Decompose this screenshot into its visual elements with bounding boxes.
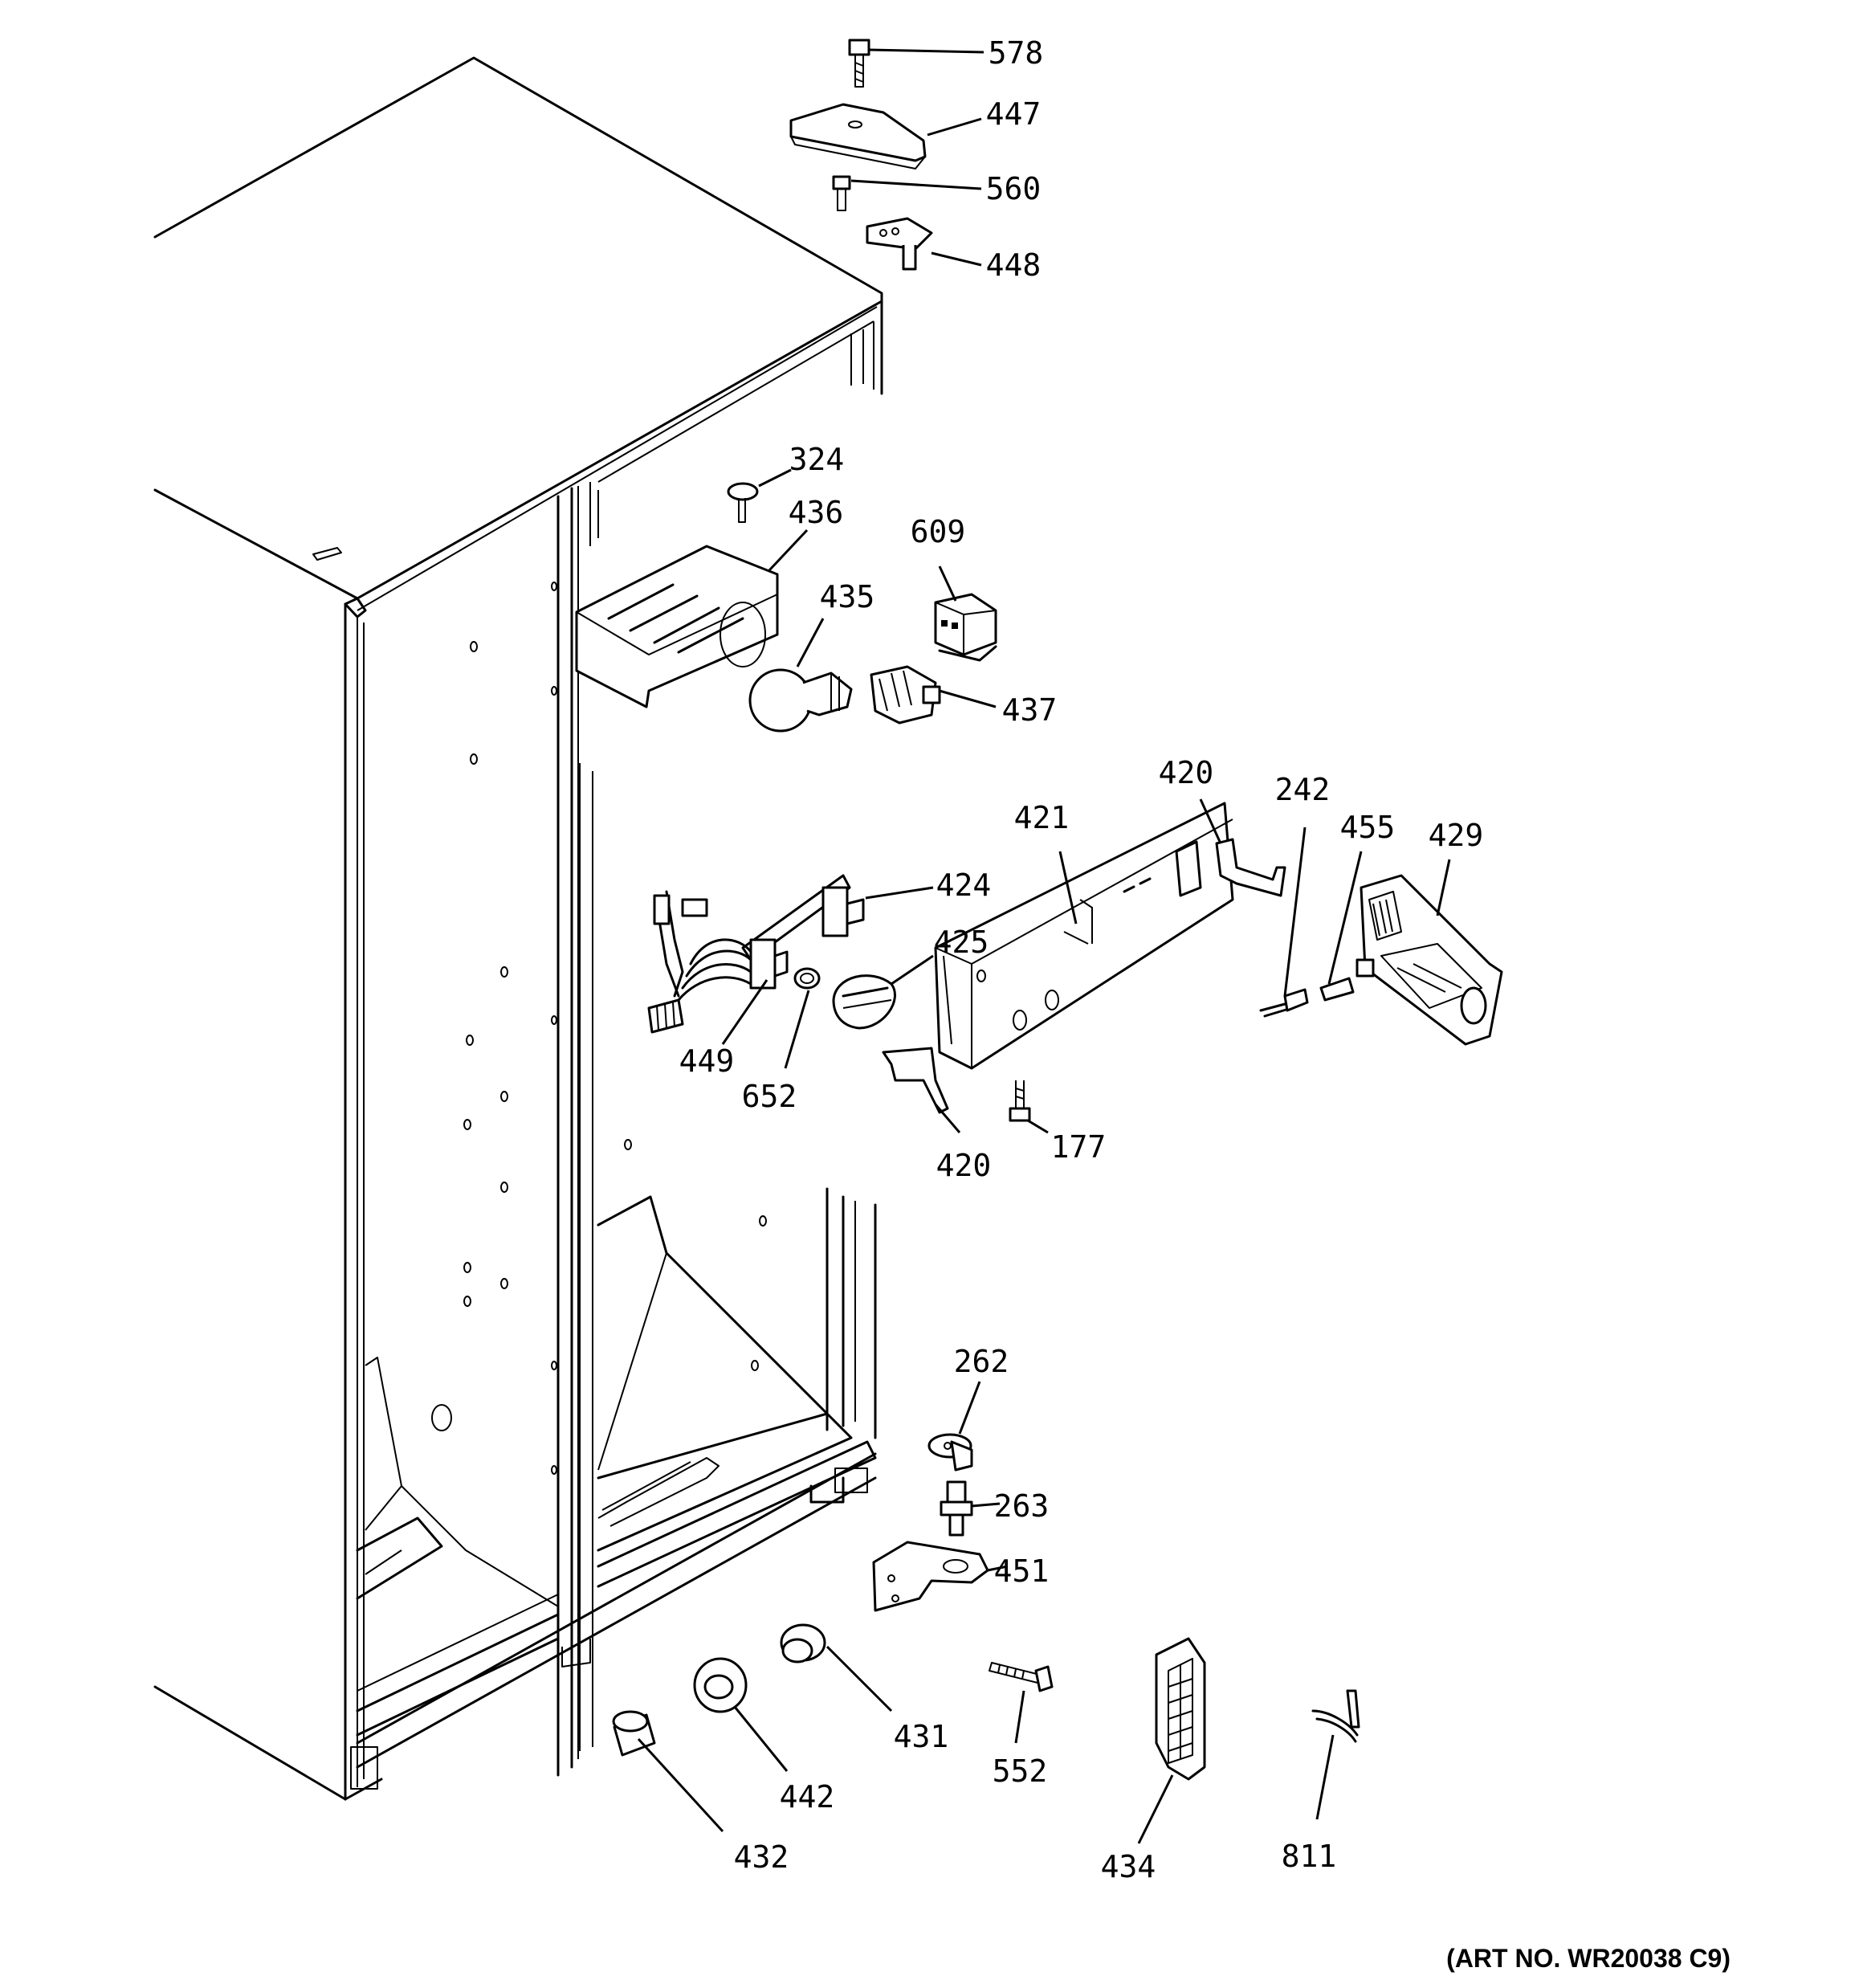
part-431-grommet: [780, 1623, 826, 1663]
label-part-578: 578: [988, 35, 1044, 71]
label-part-434: 434: [1100, 1849, 1156, 1884]
label-part-242: 242: [1274, 772, 1331, 807]
label-part-552: 552: [992, 1753, 1048, 1789]
part-421-control-housing: [934, 802, 1234, 1070]
part-177-screw: [1009, 1080, 1031, 1122]
part-437-light-socket: [870, 665, 941, 725]
part-451-hinge-bottom: [872, 1541, 989, 1612]
part-448-hinge: [866, 217, 933, 271]
part-262-bushing: [927, 1433, 973, 1472]
part-552-screw: [989, 1662, 1054, 1692]
label-part-436: 436: [788, 495, 844, 530]
part-424-control-panel: [647, 874, 865, 1034]
part-436-light-shield: [575, 545, 779, 708]
part-435-light-bulb: [748, 668, 853, 733]
label-part-425: 425: [933, 925, 989, 960]
label-part-421: 421: [1013, 800, 1070, 835]
label-part-177: 177: [1050, 1129, 1107, 1165]
part-434-grille: [1155, 1637, 1206, 1781]
label-part-432: 432: [733, 1839, 789, 1875]
part-242-thermistor: [1259, 988, 1309, 1018]
label-part-448: 448: [985, 247, 1042, 283]
label-part-263: 263: [993, 1488, 1050, 1524]
part-609-relay: [934, 593, 997, 662]
label-part-811: 811: [1281, 1839, 1337, 1874]
label-part-455: 455: [1339, 810, 1396, 845]
label-part-324: 324: [789, 442, 845, 477]
part-447-hinge-cover: [789, 103, 927, 169]
part-578-screw: [848, 39, 870, 88]
part-263-pin: [940, 1480, 973, 1537]
label-part-429: 429: [1428, 818, 1484, 853]
label-part-451: 451: [993, 1553, 1050, 1589]
label-part-437: 437: [1001, 692, 1058, 728]
label-part-447: 447: [985, 96, 1042, 132]
part-455-clip: [1319, 977, 1355, 1002]
part-560-screw: [832, 175, 851, 211]
label-part-262: 262: [953, 1344, 1009, 1379]
label-part-652: 652: [741, 1079, 797, 1114]
part-420-bracket-upper: [1215, 838, 1286, 897]
part-442-leveler: [693, 1657, 748, 1713]
label-part-420-lower: 420: [936, 1148, 992, 1183]
label-part-442: 442: [779, 1779, 835, 1815]
leader-lines: [637, 48, 1451, 1844]
part-324-screw: [727, 482, 759, 523]
part-652-bushing: [793, 967, 821, 990]
label-part-435: 435: [819, 579, 875, 614]
label-part-424: 424: [936, 867, 992, 903]
label-part-449: 449: [679, 1043, 735, 1079]
part-425-knob: [832, 974, 896, 1030]
art-number: (ART NO. WR20038 C9): [1446, 1944, 1731, 1973]
label-part-609: 609: [910, 514, 966, 549]
label-part-431: 431: [893, 1719, 949, 1754]
part-811-clip: [1311, 1689, 1360, 1743]
part-420-bracket-lower: [882, 1047, 949, 1114]
label-part-560: 560: [985, 171, 1042, 206]
refrigerator-cabinet: [153, 56, 883, 1801]
part-429-damper: [1355, 874, 1503, 1046]
label-part-420-upper: 420: [1158, 755, 1214, 790]
